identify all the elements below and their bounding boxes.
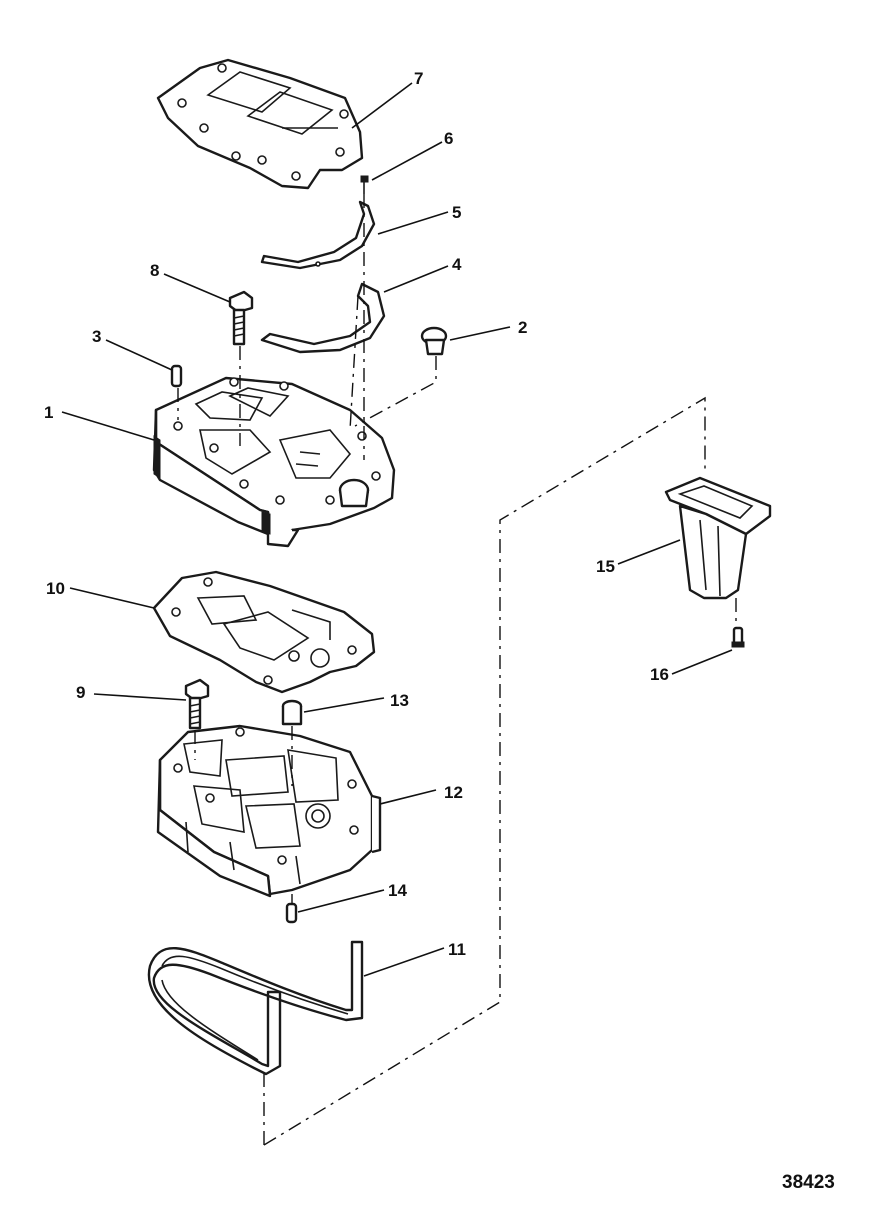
alignment-lines xyxy=(177,194,737,1146)
part-12-adaptor-block xyxy=(156,724,382,898)
part-14-dowel-pin xyxy=(285,902,298,924)
callout-8: 8 xyxy=(150,261,159,280)
callout-16: 16 xyxy=(650,665,669,684)
part-1-adaptor-plate xyxy=(152,376,396,548)
callout-7: 7 xyxy=(414,69,423,88)
callout-15: 15 xyxy=(596,557,615,576)
callout-1: 1 xyxy=(44,403,53,422)
part-11-seal xyxy=(147,940,364,1076)
part-13-bushing xyxy=(281,699,303,726)
figure-number: 38423 xyxy=(782,1172,835,1193)
part-8-bolt xyxy=(228,290,254,346)
part-5-seal-strip xyxy=(260,200,376,270)
callout-12: 12 xyxy=(444,783,463,802)
part-16-screw xyxy=(731,626,745,648)
leader-lines xyxy=(61,82,733,977)
callout-13: 13 xyxy=(390,691,409,710)
part-6-screw xyxy=(360,175,369,194)
callout-10: 10 xyxy=(46,579,65,598)
callout-2: 2 xyxy=(518,318,527,337)
part-4-seal-strip xyxy=(260,282,386,354)
part-15-exhaust-pipe xyxy=(664,476,772,600)
part-9-bolt xyxy=(184,678,210,730)
part-10-gasket xyxy=(152,570,376,694)
callout-3: 3 xyxy=(92,327,101,346)
callout-14: 14 xyxy=(388,881,407,900)
callout-5: 5 xyxy=(452,203,461,222)
part-2-plug xyxy=(420,326,448,356)
part-7-top-gasket xyxy=(156,58,364,190)
callout-6: 6 xyxy=(444,129,453,148)
part-3-dowel-pin xyxy=(170,364,183,388)
callout-11: 11 xyxy=(448,940,466,959)
callout-4: 4 xyxy=(452,255,462,274)
callout-labels: 1 2 3 4 5 6 7 8 9 10 11 12 13 14 15 16 xyxy=(44,69,669,959)
callout-9: 9 xyxy=(76,683,85,702)
